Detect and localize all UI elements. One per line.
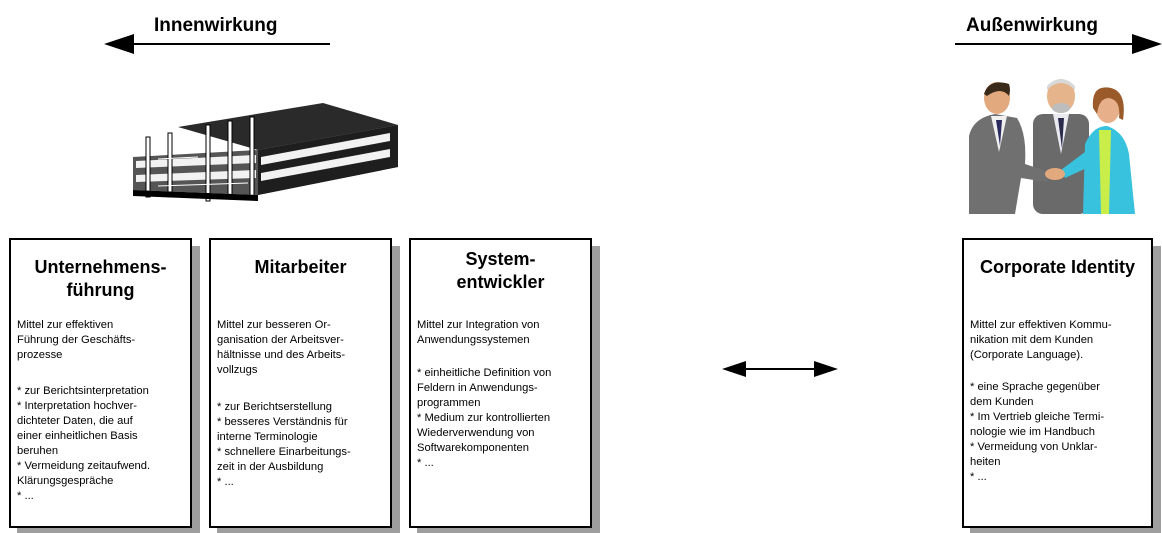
box-intro: Mittel zur effektiven Führung der Geschä…	[17, 319, 136, 361]
box-intro: Mittel zur effektiven Kommu- nikation mi…	[970, 319, 1112, 361]
heading-innenwirkung: Innenwirkung	[154, 15, 278, 37]
box-title: Corporate Identity	[979, 257, 1135, 277]
box-title: Mitarbeiter	[254, 257, 347, 277]
right-arrow-shaft	[955, 43, 1145, 45]
box-unternehmensfuehrung: Unternehmens- führung Mittel zur effekti…	[9, 238, 192, 528]
box-points: * einheitliche Definition von Feldern in…	[417, 367, 552, 469]
box-systementwickler: System- entwickler Mittel zur Integratio…	[409, 238, 592, 528]
box-intro: Mittel zur besseren Or- ganisation der A…	[217, 319, 346, 376]
business-handshake-icon	[969, 79, 1135, 214]
heading-innenwirkung-text: Innenwirkung	[154, 15, 278, 36]
left-arrow	[104, 34, 134, 54]
left-arrow-shaft	[130, 43, 330, 45]
right-arrow	[1132, 34, 1162, 54]
box-points: * zur Berichtsinterpretation * Interpret…	[17, 385, 151, 502]
box-title: Unternehmens- führung	[34, 257, 167, 300]
double-arrow	[722, 361, 838, 377]
heading-aussenwirkung-text: Außenwirkung	[966, 15, 1098, 36]
box-title: System- entwickler	[456, 249, 545, 292]
box-intro: Mittel zur Integration von Anwendungssys…	[417, 319, 540, 346]
box-corporate-identity: Corporate Identity Mittel zur effektiven…	[962, 238, 1153, 528]
box-mitarbeiter: Mitarbeiter Mittel zur besseren Or- gani…	[209, 238, 392, 528]
box-points: * zur Berichtserstellung * besseres Vers…	[217, 401, 351, 488]
office-building-icon	[133, 103, 398, 202]
box-points: * eine Sprache gegenüber dem Kunden * Im…	[970, 381, 1105, 483]
heading-aussenwirkung: Außenwirkung	[966, 15, 1098, 37]
